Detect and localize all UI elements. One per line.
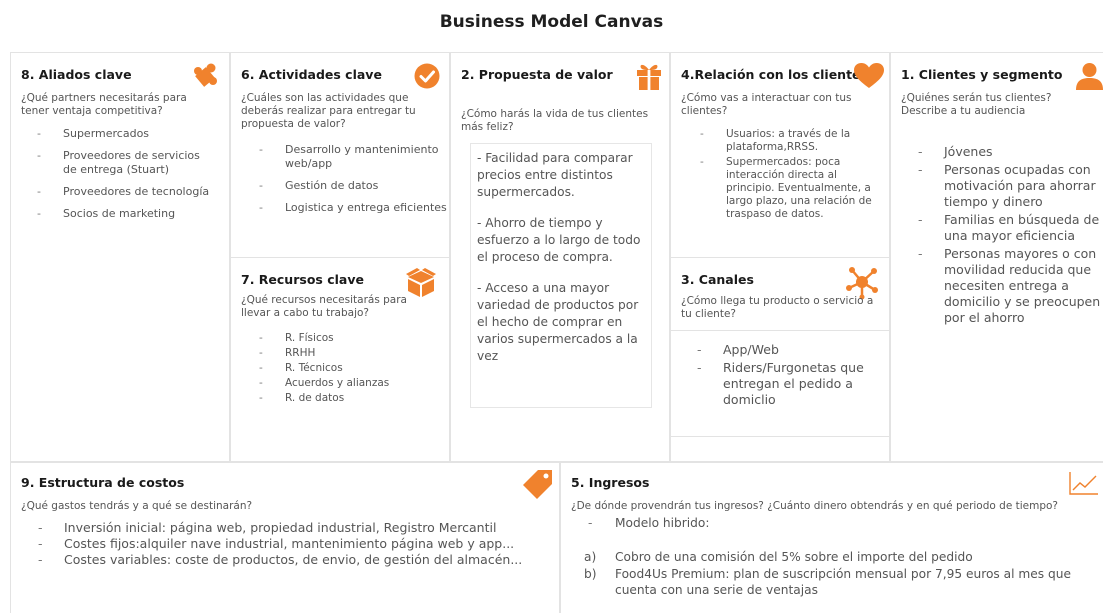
page-title: Business Model Canvas (439, 12, 664, 32)
list-item: -RRHH (259, 347, 316, 359)
canales-question: ¿Cómo llega tu producto o servicio a tu … (681, 295, 874, 320)
line-chart-icon (1069, 472, 1098, 495)
clientes-segmento-block: 1. Clientes y segmento ¿Quiénes serán tu… (891, 53, 1103, 461)
tag-icon (523, 470, 552, 499)
list-item: -App/Web (697, 342, 779, 357)
list-item: -Socios de marketing (37, 207, 176, 220)
list-item: -Riders/Furgonetas que entregan el pedid… (697, 360, 864, 407)
recursos-question: ¿Qué recursos necesitarás para llevar a … (241, 294, 407, 319)
list-item: -Acuerdos y alianzas (259, 377, 390, 389)
checkmark-icon (414, 63, 440, 89)
list-item: -R. Técnicos (259, 362, 343, 374)
list-item: -Desarrollo y mantenimiento web/app (259, 143, 439, 170)
canales-heading: 3. Canales (681, 272, 754, 287)
ingresos-block: 5. Ingresos ¿De dónde provendrán tus ing… (561, 463, 1103, 613)
gift-icon (637, 64, 661, 90)
propuesta-question: ¿Cómo harás la vida de tus clientes más … (461, 108, 649, 133)
costos-heading: 9. Estructura de costos (21, 475, 185, 490)
box-icon (406, 268, 436, 297)
list-item: -R. de datos (259, 392, 345, 404)
list-item: -Personas mayores o con movilidad reduci… (918, 246, 1101, 325)
propuesta-heading: 2. Propuesta de valor (461, 67, 613, 82)
actividades-heading: 6. Actividades clave (241, 67, 382, 82)
aliados-list: -Supermercados -Proveedores de servicios… (37, 127, 217, 229)
actividades-list: -Desarrollo y mantenimiento web/app -Ges… (259, 143, 449, 223)
list-item: -Proveedores de servicios de entrega (St… (37, 149, 200, 176)
actividades-question: ¿Cuáles son las actividades que deberás … (241, 92, 416, 130)
list-item: -Jóvenes (918, 144, 993, 159)
ingresos-option-b: b) Food4Us Premium: plan de suscripción … (584, 567, 1071, 597)
clientes-question: ¿Quiénes serán tus clientes? Describe a … (901, 92, 1052, 117)
list-item: -Familias en búsqueda de una mayor efici… (918, 212, 1100, 243)
aliados-clave-block: 8. Aliados clave ¿Qué partners necesitar… (11, 53, 229, 461)
list-item: -Inversión inicial: página web, propieda… (38, 520, 497, 535)
user-icon (1076, 63, 1103, 90)
canales-divider (671, 330, 889, 331)
actividades-clave-block: 6. Actividades clave ¿Cuáles son las act… (231, 53, 449, 257)
clientes-heading: 1. Clientes y segmento (901, 67, 1063, 82)
clientes-list: -Jóvenes -Personas ocupadas con motivaci… (918, 144, 1103, 328)
network-icon (846, 267, 878, 300)
aliados-heading: 8. Aliados clave (21, 67, 132, 82)
relacion-clientes-block: 4.Relación con los clientes ¿Cómo vas a … (671, 53, 889, 257)
canales-list: -App/Web -Riders/Furgonetas que entregan… (697, 342, 883, 410)
list-item: -Costes variables: coste de productos, d… (38, 552, 523, 567)
list-item: -Supermercados (37, 127, 150, 140)
canales-divider (671, 436, 889, 437)
list-item: -Logistica y entrega eficientes (259, 201, 447, 214)
relacion-question: ¿Cómo vas a interactuar con tus clientes… (681, 92, 852, 117)
recursos-heading: 7. Recursos clave (241, 272, 364, 287)
list-item: -R. Físicos (259, 332, 334, 344)
propuesta-paragraph: - Acceso a una mayor variedad de product… (477, 281, 639, 363)
heart-icon (854, 63, 884, 88)
costos-list: -Inversión inicial: página web, propieda… (38, 520, 558, 568)
ingresos-option-a: a) Cobro de una comisión del 5% sobre el… (584, 550, 973, 564)
list-item: -Proveedores de tecnología (37, 185, 210, 198)
puzzle-icon (194, 63, 217, 87)
recursos-list: -R. Físicos -RRHH -R. Técnicos -Acuerdos… (259, 332, 439, 407)
propuesta-text-box: - Facilidad para comparar precios entre … (470, 143, 652, 408)
recursos-clave-block: 7. Recursos clave ¿Qué recursos necesita… (231, 258, 449, 461)
propuesta-paragraph: - Facilidad para comparar precios entre … (477, 151, 633, 199)
ingresos-heading: 5. Ingresos (571, 475, 650, 490)
canales-block: 3. Canales ¿Cómo llega tu producto o ser… (671, 258, 889, 461)
relacion-heading: 4.Relación con los clientes (681, 67, 868, 82)
relacion-list: -Usuarios: a través de la plataforma,RRS… (700, 128, 882, 223)
costos-question: ¿Qué gastos tendrás y a qué se destinará… (21, 500, 253, 512)
aliados-question: ¿Qué partners necesitarás para tener ven… (21, 92, 187, 117)
list-item: -Costes fijos:alquiler nave industrial, … (38, 536, 515, 551)
list-item: -Supermercados: poca interacción directa… (700, 156, 872, 220)
list-item: -Usuarios: a través de la plataforma,RRS… (700, 128, 851, 153)
ingresos-model: -Modelo hibrido: (588, 516, 710, 530)
list-item: -Gestión de datos (259, 179, 379, 192)
list-item: -Personas ocupadas con motivación para a… (918, 162, 1096, 209)
propuesta-paragraph: - Ahorro de tiempo y esfuerzo a lo largo… (477, 216, 641, 264)
ingresos-question: ¿De dónde provendrán tus ingresos? ¿Cuán… (571, 500, 1059, 512)
estructura-costos-block: 9. Estructura de costos ¿Qué gastos tend… (11, 463, 559, 613)
